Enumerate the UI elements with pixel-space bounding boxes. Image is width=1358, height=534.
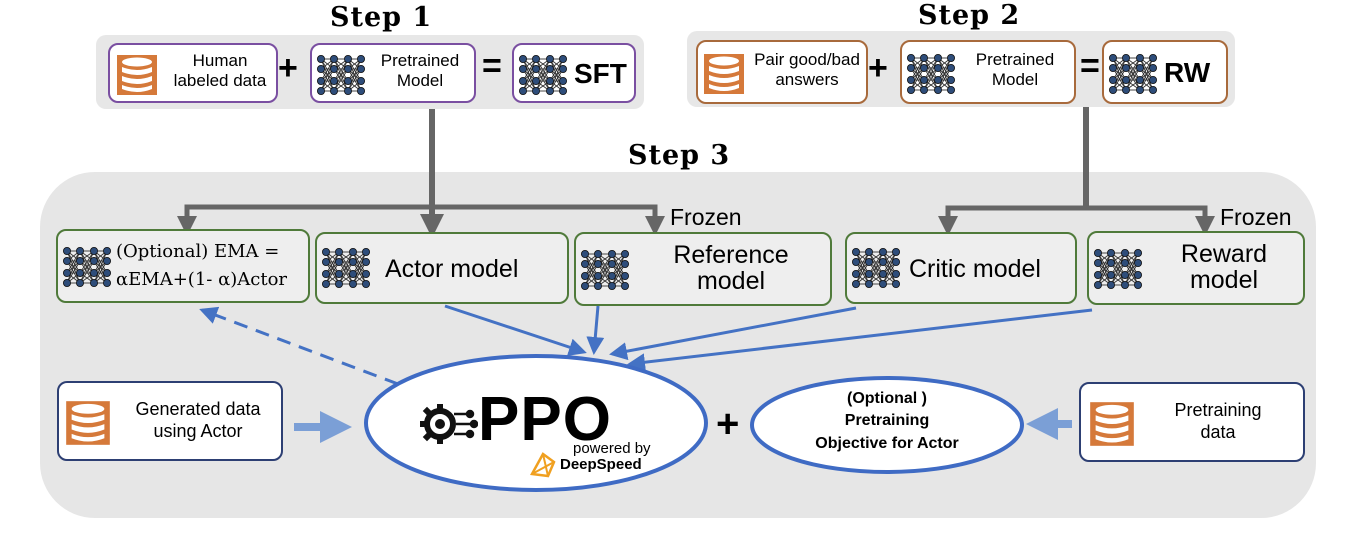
database-icon (117, 55, 157, 95)
actor-to-ppo-arrow (444, 304, 587, 356)
step2-title: Step 2 (918, 0, 1021, 31)
optional-objective-label: (Optional ) Pretraining Objective for Ac… (815, 390, 959, 452)
critic-to-ppo-arrow (609, 306, 857, 361)
reference-model-box: Reference model (574, 232, 832, 306)
sft-box: SFT (512, 43, 636, 103)
human-labeled-data-label: Human labeled data (173, 51, 267, 91)
step1-equals: = (482, 47, 502, 85)
reference-model-label: Reference model (673, 241, 789, 296)
ema-line2: αEMA+(1- α)Actor (116, 269, 288, 290)
generated-data-box: Generated data using Actor (57, 381, 283, 461)
reference-to-ppo-arrow (586, 305, 605, 355)
neural-network-icon (63, 247, 112, 288)
pair-answers-box: Pair good/bad answers (696, 40, 868, 104)
neural-network-icon (322, 248, 371, 289)
database-icon (66, 401, 110, 445)
neural-network-icon (1109, 54, 1158, 95)
ema-line1: (Optional) EMA = (116, 241, 280, 262)
ppo-to-ema-dashed-arrow (199, 306, 399, 386)
step3-title: Step 3 (628, 140, 731, 171)
deepspeed-logo-icon (530, 452, 556, 478)
human-labeled-data-box: Human labeled data (108, 43, 278, 103)
critic-model-box: Critic model (845, 232, 1077, 304)
database-icon (704, 54, 744, 94)
neural-network-icon (907, 54, 956, 95)
pretraining-data-box: Pretraining data (1079, 382, 1305, 462)
neural-network-icon (852, 248, 901, 289)
gear-circuit-icon (420, 404, 478, 444)
step1-pretrained-label: Pretrained Model (380, 51, 460, 91)
step3-plus: + (716, 402, 740, 446)
neural-network-icon (581, 250, 630, 291)
neural-network-icon (317, 55, 366, 96)
ppo-label: PPO (478, 385, 612, 454)
sft-branch-line (184, 204, 658, 226)
database-icon (1090, 402, 1134, 446)
powered-by-label: powered by (573, 440, 651, 457)
neural-network-icon (1094, 249, 1143, 290)
rw-branch-line (945, 205, 1208, 226)
rw-box: RW (1102, 40, 1228, 104)
step1-plus: + (278, 49, 298, 87)
sft-label: SFT (574, 58, 627, 89)
reward-model-box: Reward model (1087, 231, 1305, 305)
frozen-left-label: Frozen (670, 204, 742, 230)
step1-pretrained-model-box: Pretrained Model (310, 43, 476, 103)
reward-to-ppo-arrow (627, 308, 1093, 372)
rw-label: RW (1164, 57, 1211, 88)
ema-box: (Optional) EMA = αEMA+(1- α)Actor (56, 229, 310, 303)
reward-model-label: Reward model (1180, 240, 1268, 295)
actor-model-label: Actor model (385, 255, 519, 283)
step1-title: Step 1 (330, 2, 433, 33)
deepspeed-label: DeepSpeed (560, 456, 642, 473)
pair-answers-label: Pair good/bad answers (754, 50, 860, 90)
optional-objective-ellipse (750, 376, 1024, 474)
neural-network-icon (519, 55, 568, 96)
actor-model-box: Actor model (315, 232, 569, 304)
step2-pretrained-label: Pretrained Model (975, 50, 1055, 90)
pretraining-data-label: Pretraining data (1174, 400, 1262, 442)
frozen-right-label: Frozen (1220, 204, 1292, 230)
ppo-ellipse (364, 354, 708, 492)
generated-data-label: Generated data using Actor (135, 399, 261, 441)
step2-pretrained-model-box: Pretrained Model (900, 40, 1076, 104)
step2-plus: + (868, 49, 888, 87)
critic-model-label: Critic model (909, 255, 1041, 283)
step2-equals: = (1080, 47, 1100, 85)
